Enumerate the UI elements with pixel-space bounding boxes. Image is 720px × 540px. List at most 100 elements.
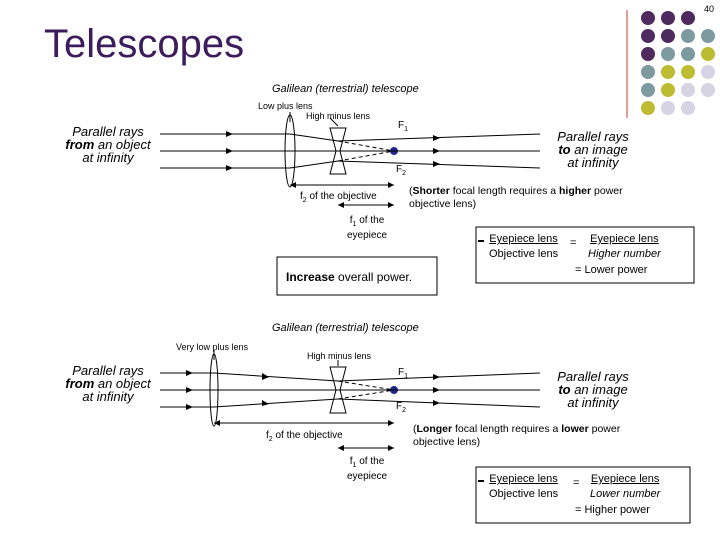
rays-right-line1: Parallel rays (557, 369, 629, 384)
ray-converge-top (213, 372, 339, 382)
arrowhead (226, 131, 233, 137)
arrowhead (433, 374, 440, 380)
note-line2: objective lens) (413, 436, 481, 448)
f1-f: f (349, 215, 353, 226)
power-box (276, 256, 438, 296)
rays-left-line1: Parallel rays (72, 363, 144, 378)
eyepiece-lens-label: High minus lens (307, 351, 372, 361)
rays-right-line1: Parallel rays (557, 129, 629, 144)
arrowhead (186, 404, 193, 410)
ray-out-bottom (337, 160, 541, 169)
diagram2-optics (160, 350, 541, 451)
formula1-rhs-num: Eyepiece lens (590, 233, 659, 245)
dot (661, 83, 675, 97)
formula2-rhs-den: Lower number (590, 488, 661, 500)
arrowhead (433, 135, 440, 141)
dot (681, 11, 695, 25)
dashed-extension (337, 380, 395, 391)
rays-right-line2: to an image (558, 382, 628, 397)
note-bold1: Shorter (412, 185, 450, 197)
f2-subscript: 2 (402, 170, 407, 177)
dot (681, 83, 695, 97)
pointer (329, 117, 339, 127)
objective-lens-label: Very low plus lens (176, 342, 249, 352)
note-line2: objective lens) (409, 198, 477, 210)
formula1-den: Objective lens (489, 248, 559, 260)
f1-text-line2: eyepiece (347, 230, 388, 241)
f2-objective-label: f2 of the objective (266, 430, 343, 443)
formula1-result: = Lower power (575, 264, 648, 276)
rays-right-line3: at infinity (567, 395, 619, 410)
dot (661, 29, 675, 43)
power-box-text: Increase overall power. (286, 270, 412, 284)
rays-left-line3: at infinity (82, 150, 134, 165)
arrowhead (262, 373, 269, 380)
f2-text: of the objective (272, 430, 343, 441)
dot (661, 101, 675, 115)
dot (641, 101, 655, 115)
eyepiece-lens-label: High minus lens (306, 111, 371, 121)
f1-letter: F (398, 120, 405, 131)
diagram2-subtitle: Galilean (terrestrial) telescope (272, 322, 419, 334)
dot (641, 83, 655, 97)
arrowhead (433, 400, 440, 406)
formula2-result: = Higher power (575, 504, 650, 516)
formula-box (475, 226, 695, 284)
rays-right-bold: to (558, 142, 571, 157)
rays-right-label: Parallel rays to an image at infinity (540, 130, 646, 169)
focal-label-f1: F1 (398, 367, 408, 380)
ray-converge-top (289, 133, 339, 142)
f2-objective-label: f2 of the objective (300, 191, 377, 204)
rays-right-line3: at infinity (567, 155, 619, 170)
arrowhead (290, 182, 296, 188)
ray-out-top (337, 133, 541, 142)
formula2-left: Eyepiece lens Objective lens (489, 472, 558, 502)
page-number: 40 (703, 4, 714, 14)
arrowhead (226, 148, 233, 154)
dot (701, 65, 715, 79)
objective-lens-label: Low plus lens (258, 101, 313, 111)
rays-left-label: Parallel rays from an object at infinity (56, 125, 160, 164)
formula2-den: Objective lens (489, 488, 559, 500)
dot (641, 65, 655, 79)
focal-label-f2: F2 (396, 401, 406, 414)
note-bold1: Longer (416, 423, 453, 435)
dot (681, 29, 695, 43)
formula1-eq: = (570, 237, 577, 249)
ray-converge-bottom (213, 398, 339, 408)
f1-subscript: 1 (404, 373, 409, 380)
f1-eyepiece-label: f1 of the eyepiece (347, 215, 387, 241)
arrowhead (388, 182, 394, 188)
formula2-right: Eyepiece lens Lower number (590, 472, 660, 502)
arrowhead (338, 202, 344, 208)
f1-text-line2: eyepiece (347, 471, 388, 482)
formula2-eq: = (573, 477, 580, 489)
dashed-extension (337, 140, 395, 152)
dot (641, 11, 655, 25)
f2-f: f (266, 430, 269, 441)
formula2-rhs-num: Eyepiece lens (590, 473, 660, 485)
f2-letter: F (396, 401, 403, 412)
arrowhead (433, 161, 440, 167)
rays-right-line2: to an image (558, 142, 628, 157)
dot (681, 65, 695, 79)
rays-left-line3: at infinity (82, 389, 134, 404)
note-end: power (588, 423, 621, 435)
dot-grid (641, 11, 715, 115)
slide-title: Telescopes (44, 22, 245, 66)
diagram1-note: (Shorter focal length requires a higher … (409, 185, 623, 210)
arrowhead (214, 420, 220, 426)
rays-left-bold: from (65, 137, 95, 152)
rays-left-line2: from an object (65, 376, 151, 391)
arrowhead (186, 387, 193, 393)
dashed-extension (337, 150, 395, 162)
f2-sub: 2 (268, 436, 273, 443)
f1-subscript: 1 (404, 126, 409, 133)
arrowhead (186, 370, 193, 376)
dot (661, 11, 675, 25)
dot (661, 47, 675, 61)
dot (681, 101, 695, 115)
diagram1-optics (160, 112, 541, 208)
arrowhead (433, 148, 440, 154)
